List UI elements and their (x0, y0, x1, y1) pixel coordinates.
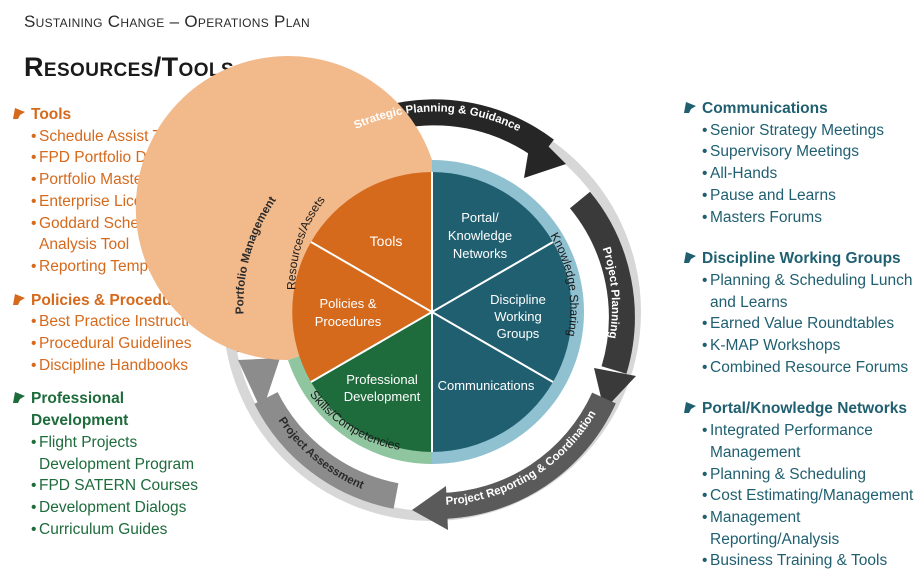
list-item: FPD SATERN Courses (31, 475, 241, 497)
orange-flag-icon (13, 293, 25, 305)
tools-title: Tools (31, 106, 72, 123)
segment-professional (311, 312, 432, 452)
list-item: Business Training & Tools (702, 550, 917, 572)
reporting-arrowhead (412, 486, 448, 530)
list-item: Combined Resource Forums (702, 357, 917, 379)
reporting-arrow (439, 392, 616, 519)
list-item: Management Reporting/Analysis (702, 507, 850, 550)
orange-flag-icon (13, 108, 25, 119)
list-item: Pause and Learns (702, 185, 917, 207)
portal-group: Portal/Knowledge Networks Integrated Per… (684, 398, 917, 572)
page-title: Resources/Tools (24, 52, 234, 82)
policies-title: Policies & Procedures (31, 291, 195, 309)
list-item: Curriculum Guides (31, 519, 241, 541)
list-item: Masters Forums (702, 207, 917, 229)
list-item: Planning & Scheduling Lunch and Learns (702, 270, 915, 313)
segment-portal (432, 172, 553, 312)
list-item: K-MAP Workshops (702, 335, 917, 357)
discipline-group: Discipline Working Groups Planning & Sch… (684, 248, 917, 379)
assessment-arrow (254, 391, 399, 509)
list-item: Senior Strategy Meetings (702, 120, 917, 142)
list-item: Goddard Schedule Analysis Tool (31, 213, 189, 256)
segment-policies-label: Policies &Procedures (315, 296, 382, 329)
list-item: Flight Projects Development Program (31, 432, 204, 475)
portal-title: Portal/Knowledge Networks (702, 400, 907, 418)
list-item: Supervisory Meetings (702, 141, 917, 163)
discipline-title: Discipline Working Groups (702, 250, 901, 268)
list-item: Development Dialogs (31, 497, 241, 519)
right-panel: Communications Senior Strategy Meetings … (684, 98, 917, 584)
list-item: All-Hands (702, 163, 917, 185)
assessment-arrowhead (238, 358, 280, 412)
segment-communications-label: Communications (438, 378, 535, 393)
page-subtitle: Sustaining Change – Operations Plan (24, 12, 310, 31)
planning-arrow (569, 191, 635, 374)
list-item: Earned Value Roundtables (702, 313, 917, 335)
strategic-arrowhead (524, 130, 566, 178)
green-flag-icon (13, 392, 25, 404)
list-item: Reporting Templates (31, 256, 241, 278)
professional-group: Professional Development Flight Projects… (13, 388, 241, 541)
teal-flag-icon (684, 402, 696, 414)
segment-discipline (432, 242, 572, 382)
list-item: Best Practice Instructions (31, 311, 241, 333)
list-item: Integrated Performance Management (702, 420, 885, 463)
list-item: Procedural Guidelines (31, 333, 241, 355)
list-item: Discipline Handbooks (31, 355, 241, 377)
teal-flag-icon (684, 102, 696, 113)
professional-title: Professional Development (31, 390, 129, 430)
segment-communications (432, 312, 553, 452)
list-item: Cost Estimating/Management (702, 485, 917, 507)
segment-policies (292, 242, 432, 382)
segment-tools-label: Tools (370, 233, 403, 249)
policies-group: Policies & Procedures Best Practice Inst… (13, 290, 241, 377)
communications-title: Communications (702, 100, 828, 117)
segment-tools (311, 172, 432, 312)
teal-flag-icon (684, 252, 696, 264)
list-item: Planning & Scheduling (702, 464, 917, 486)
communications-group: Communications Senior Strategy Meetings … (684, 98, 917, 229)
